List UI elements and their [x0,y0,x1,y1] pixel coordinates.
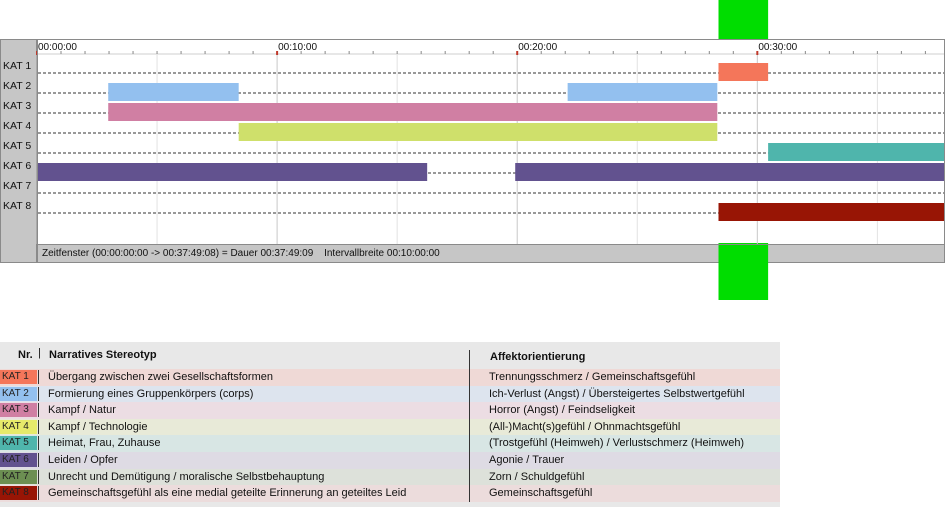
row-label-column: KAT 1 KAT 2 KAT 3 KAT 4 KAT 5 KAT 6 KAT 7 KAT 8 [0,39,37,263]
status-zeitfenster: Zeitfenster (00:00:00:00 -> 00:37:49:08)… [42,248,314,259]
row-label: KAT 6 [3,160,32,172]
bar-kat-6 [515,163,944,181]
legend-separator [38,403,39,418]
bar-kat-4 [238,123,718,141]
timeline-chart: 00:00:00 00:10:00 00:20:00 00:30:00 [36,0,945,300]
legend-stereotyp: Leiden / Opfer [48,453,118,466]
legend-kat-swatch: KAT 2 [0,386,37,401]
legend-separator [38,436,39,451]
x-tick-label: 00:20:00 [518,42,557,53]
row-label: KAT 7 [3,180,32,192]
legend-kat-swatch: KAT 3 [0,403,37,418]
row-label: KAT 4 [3,120,32,132]
tick-marker [516,51,519,55]
bar-kat-2 [567,83,718,101]
legend-header-separator: | [38,347,41,359]
legend-stereotyp: Gemeinschaftsgefühl als eine medial gete… [48,487,407,500]
legend-kat-swatch: KAT 8 [0,486,37,501]
legend-kat-swatch: KAT 5 [0,436,37,451]
legend-affekt: Trennungsschmerz / Gemeinschaftsgefühl [489,371,696,383]
legend-header: Nr. | Narratives Stereotyp Affektorienti… [0,342,780,369]
legend-row: KAT 7 Unrecht und Demütigung / moralische… [0,468,780,486]
legend-column-divider [469,350,470,502]
x-tick-label: 00:10:00 [278,42,317,53]
legend-row: KAT 8 Gemeinschaftsgefühl als eine medial… [0,485,780,502]
legend-rows: KAT 1 Übergang zwischen zwei Gesellschaft… [0,369,780,502]
legend-kat-swatch: KAT 7 [0,469,37,484]
legend-separator [38,486,39,501]
legend-separator [38,469,39,484]
legend-separator [38,452,39,467]
legend-header-stereotyp: Narratives Stereotyp [49,349,157,361]
legend-row: KAT 3 Kampf / Natur Horror (Angst) / Feind… [0,402,780,419]
x-tick-label: 00:30:00 [758,42,797,53]
legend-row: KAT 5 Heimat, Frau, Zuhause (Trostgefühl (… [0,435,780,452]
legend-separator [38,419,39,434]
x-tick-label: 00:00:00 [38,42,77,53]
tick-marker [276,51,279,55]
legend-stereotyp: Formierung eines Gruppenkörpers (corps) [48,387,254,400]
legend-table: Nr. | Narratives Stereotyp Affektorienti… [0,342,780,507]
legend-affekt: Ich-Verlust (Angst) / Übersteigertes Sel… [489,387,745,400]
legend-separator [38,386,39,401]
legend-affekt: Horror (Angst) / Feindseligkeit [489,404,636,417]
bar-kat-1 [718,63,769,81]
bar-kat-3 [108,103,718,121]
row-label: KAT 2 [3,80,32,92]
legend-separator [38,370,39,384]
legend-stereotyp: Kampf / Natur [48,404,116,417]
legend-header-nr: Nr. [18,349,33,361]
legend-affekt: (All-)Macht(s)gefühl / Ohnmachtsgefühl [489,420,681,433]
legend-row: KAT 4 Kampf / Technologie (All-)Macht(s)ge… [0,418,780,436]
row-label: KAT 5 [3,140,32,152]
row-label: KAT 1 [3,60,32,72]
legend-row: KAT 6 Leiden / Opfer Agonie / Trauer [0,451,780,469]
legend-affekt: Gemeinschaftsgefühl [489,487,593,500]
legend-header-affekt: Affektorientierung [490,351,586,363]
status-intervall: Intervallbreite 00:10:00:00 [324,248,440,259]
legend-affekt: Agonie / Trauer [489,453,565,466]
legend-kat-swatch: KAT 4 [0,419,37,434]
row-label: KAT 3 [3,100,32,112]
legend-footer [0,501,780,507]
legend-stereotyp: Heimat, Frau, Zuhause [48,437,161,450]
bar-kat-5 [768,143,944,161]
legend-stereotyp: Kampf / Technologie [48,420,148,433]
tick-marker [756,51,759,55]
legend-row: KAT 2 Formierung eines Gruppenkörpers (co… [0,385,780,403]
legend-row: KAT 1 Übergang zwischen zwei Gesellschaft… [0,369,780,386]
legend-kat-swatch: KAT 1 [0,370,37,384]
legend-stereotyp: Unrecht und Demütigung / moralische Selb… [48,470,325,483]
row-label: KAT 8 [3,200,32,212]
legend-kat-swatch: KAT 6 [0,452,37,467]
bar-kat-6 [38,163,428,181]
bar-kat-2 [108,83,239,101]
legend-affekt: Zorn / Schuldgefühl [489,470,585,483]
legend-affekt: (Trostgefühl (Heimweh) / Verlustschmerz … [489,437,745,450]
bar-kat-8 [718,203,944,221]
legend-stereotyp: Übergang zwischen zwei Gesellschaftsform… [48,371,273,383]
